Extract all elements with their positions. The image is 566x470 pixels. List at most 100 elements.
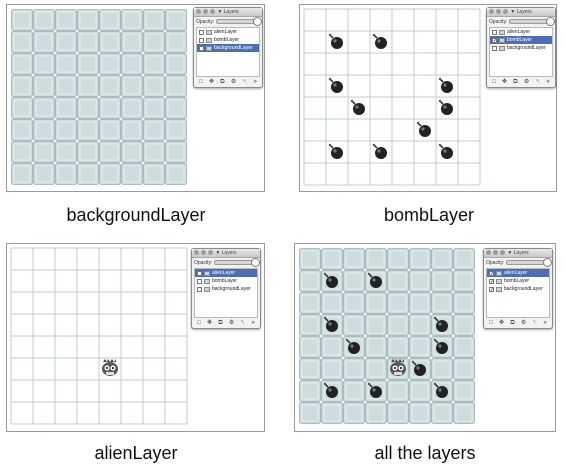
minimize-icon[interactable] — [493, 250, 498, 255]
expand-icon[interactable]: » — [543, 320, 547, 326]
trash-icon[interactable]: ␡ — [532, 320, 538, 326]
minimize-icon[interactable] — [201, 250, 206, 255]
zoom-icon[interactable] — [208, 250, 213, 255]
expand-icon[interactable]: » — [253, 79, 257, 85]
grid-tile-bevel — [57, 143, 75, 161]
zoom-icon[interactable] — [503, 9, 508, 14]
bomb-icon — [350, 99, 365, 115]
grid-tile — [453, 336, 475, 358]
layer-row-backgroundLayer[interactable]: backgroundLayer — [490, 44, 552, 52]
new-layer-icon[interactable]: □ — [197, 320, 201, 326]
trash-icon[interactable]: ␡ — [535, 79, 541, 85]
layer-visibility-checkbox[interactable]: ✓ — [492, 37, 498, 44]
grid-tile-bevel — [455, 316, 473, 334]
move-layer-icon[interactable]: ✥ — [499, 320, 505, 326]
layer-settings-icon[interactable]: ⚙ — [228, 320, 235, 326]
trash-icon[interactable]: ␡ — [242, 79, 248, 85]
move-layer-icon[interactable]: ✥ — [207, 320, 213, 326]
duplicate-layer-icon[interactable]: ⧉ — [218, 320, 223, 326]
duplicate-layer-icon[interactable]: ⧉ — [220, 79, 225, 85]
new-layer-icon[interactable]: □ — [199, 79, 203, 85]
layer-visibility-checkbox[interactable]: ✓ — [489, 270, 495, 277]
opacity-slider[interactable] — [214, 258, 260, 267]
window-controls[interactable] — [489, 9, 508, 14]
panel-title-bar[interactable]: ▼ Layers — [484, 249, 552, 258]
minimize-icon[interactable] — [203, 9, 208, 14]
opacity-slider-thumb[interactable] — [251, 258, 260, 267]
grid-tile — [143, 163, 165, 185]
close-icon[interactable] — [196, 9, 201, 14]
layer-row-backgroundLayer[interactable]: backgroundLayer — [197, 44, 259, 52]
grid-tile-bevel — [101, 165, 119, 183]
grid-tile — [55, 141, 77, 163]
new-layer-icon[interactable]: □ — [489, 320, 493, 326]
grid-tile-bevel — [123, 55, 141, 73]
expand-icon[interactable]: » — [251, 320, 255, 326]
panel-toolbar: □ ✥ ⧉ ⚙ ␡ » — [194, 78, 262, 87]
opacity-slider-thumb[interactable] — [543, 258, 552, 267]
layer-row-backgroundLayer[interactable]: backgroundLayer — [195, 285, 257, 293]
layer-visibility-checkbox[interactable] — [197, 278, 202, 284]
minimize-icon[interactable] — [496, 9, 501, 14]
move-layer-icon[interactable]: ✥ — [209, 79, 215, 85]
panel-title-bar[interactable]: ▼ Layers — [192, 249, 260, 258]
layer-row-backgroundLayer[interactable]: ✓backgroundLayer — [487, 285, 549, 293]
close-icon[interactable] — [486, 250, 491, 255]
layer-settings-icon[interactable]: ⚙ — [230, 79, 237, 85]
grid-tile-bevel — [389, 272, 407, 290]
layer-visibility-checkbox[interactable] — [197, 270, 202, 276]
close-icon[interactable] — [489, 9, 494, 14]
grid-tile-bevel — [389, 338, 407, 356]
zoom-icon[interactable] — [210, 9, 215, 14]
layer-row-alienLayer[interactable]: alienLayer — [195, 269, 257, 277]
window-controls[interactable] — [196, 9, 215, 14]
expand-icon[interactable]: » — [546, 79, 550, 85]
grid-tile — [165, 119, 187, 141]
grid-tile — [121, 9, 143, 31]
window-controls[interactable] — [486, 250, 505, 255]
layer-visibility-checkbox[interactable]: ✓ — [489, 278, 495, 285]
layer-settings-icon[interactable]: ⚙ — [523, 79, 530, 85]
opacity-slider[interactable] — [506, 258, 552, 267]
layer-visibility-checkbox[interactable]: ✓ — [489, 286, 495, 293]
opacity-slider[interactable] — [509, 17, 555, 26]
opacity-slider-thumb[interactable] — [253, 17, 262, 26]
layer-row-bombLayer[interactable]: ✓bombLayer — [487, 277, 549, 285]
grid-tile-bevel — [433, 294, 451, 312]
opacity-label: Opacity: — [194, 259, 213, 266]
layer-visibility-checkbox[interactable] — [197, 286, 202, 292]
layer-settings-icon[interactable]: ⚙ — [520, 320, 527, 326]
layer-row-bombLayer[interactable]: bombLayer — [197, 36, 259, 44]
layer-row-bombLayer[interactable]: ✓bombLayer — [490, 36, 552, 44]
new-layer-icon[interactable]: □ — [492, 79, 496, 85]
grid-tile-bevel — [123, 99, 141, 117]
layer-visibility-checkbox[interactable] — [492, 45, 497, 51]
layer-visibility-checkbox[interactable] — [199, 37, 204, 43]
layer-row-alienLayer[interactable]: alienLayer — [490, 28, 552, 36]
opacity-slider[interactable] — [216, 17, 262, 26]
trash-icon[interactable]: ␡ — [240, 320, 246, 326]
zoom-icon[interactable] — [500, 250, 505, 255]
duplicate-layer-icon[interactable]: ⧉ — [513, 79, 518, 85]
panel-title-bar[interactable]: ▼ Layers — [487, 8, 555, 17]
close-icon[interactable] — [194, 250, 199, 255]
layer-visibility-checkbox[interactable] — [199, 45, 204, 51]
grid-tile — [11, 141, 33, 163]
panel-title-bar[interactable]: ▼ Layers — [194, 8, 262, 17]
layer-visibility-checkbox[interactable] — [492, 29, 497, 35]
layer-visibility-checkbox[interactable] — [199, 29, 204, 35]
grid-tile-bevel — [101, 99, 119, 117]
duplicate-layer-icon[interactable]: ⧉ — [510, 320, 515, 326]
opacity-slider-thumb[interactable] — [546, 17, 555, 26]
move-layer-icon[interactable]: ✥ — [502, 79, 508, 85]
layer-row-alienLayer[interactable]: alienLayer — [197, 28, 259, 36]
layer-row-bombLayer[interactable]: bombLayer — [195, 277, 257, 285]
grid-tile-bevel — [345, 272, 363, 290]
window-controls[interactable] — [194, 250, 213, 255]
grid-tile — [121, 31, 143, 53]
layer-row-alienLayer[interactable]: ✓alienLayer — [487, 269, 549, 277]
